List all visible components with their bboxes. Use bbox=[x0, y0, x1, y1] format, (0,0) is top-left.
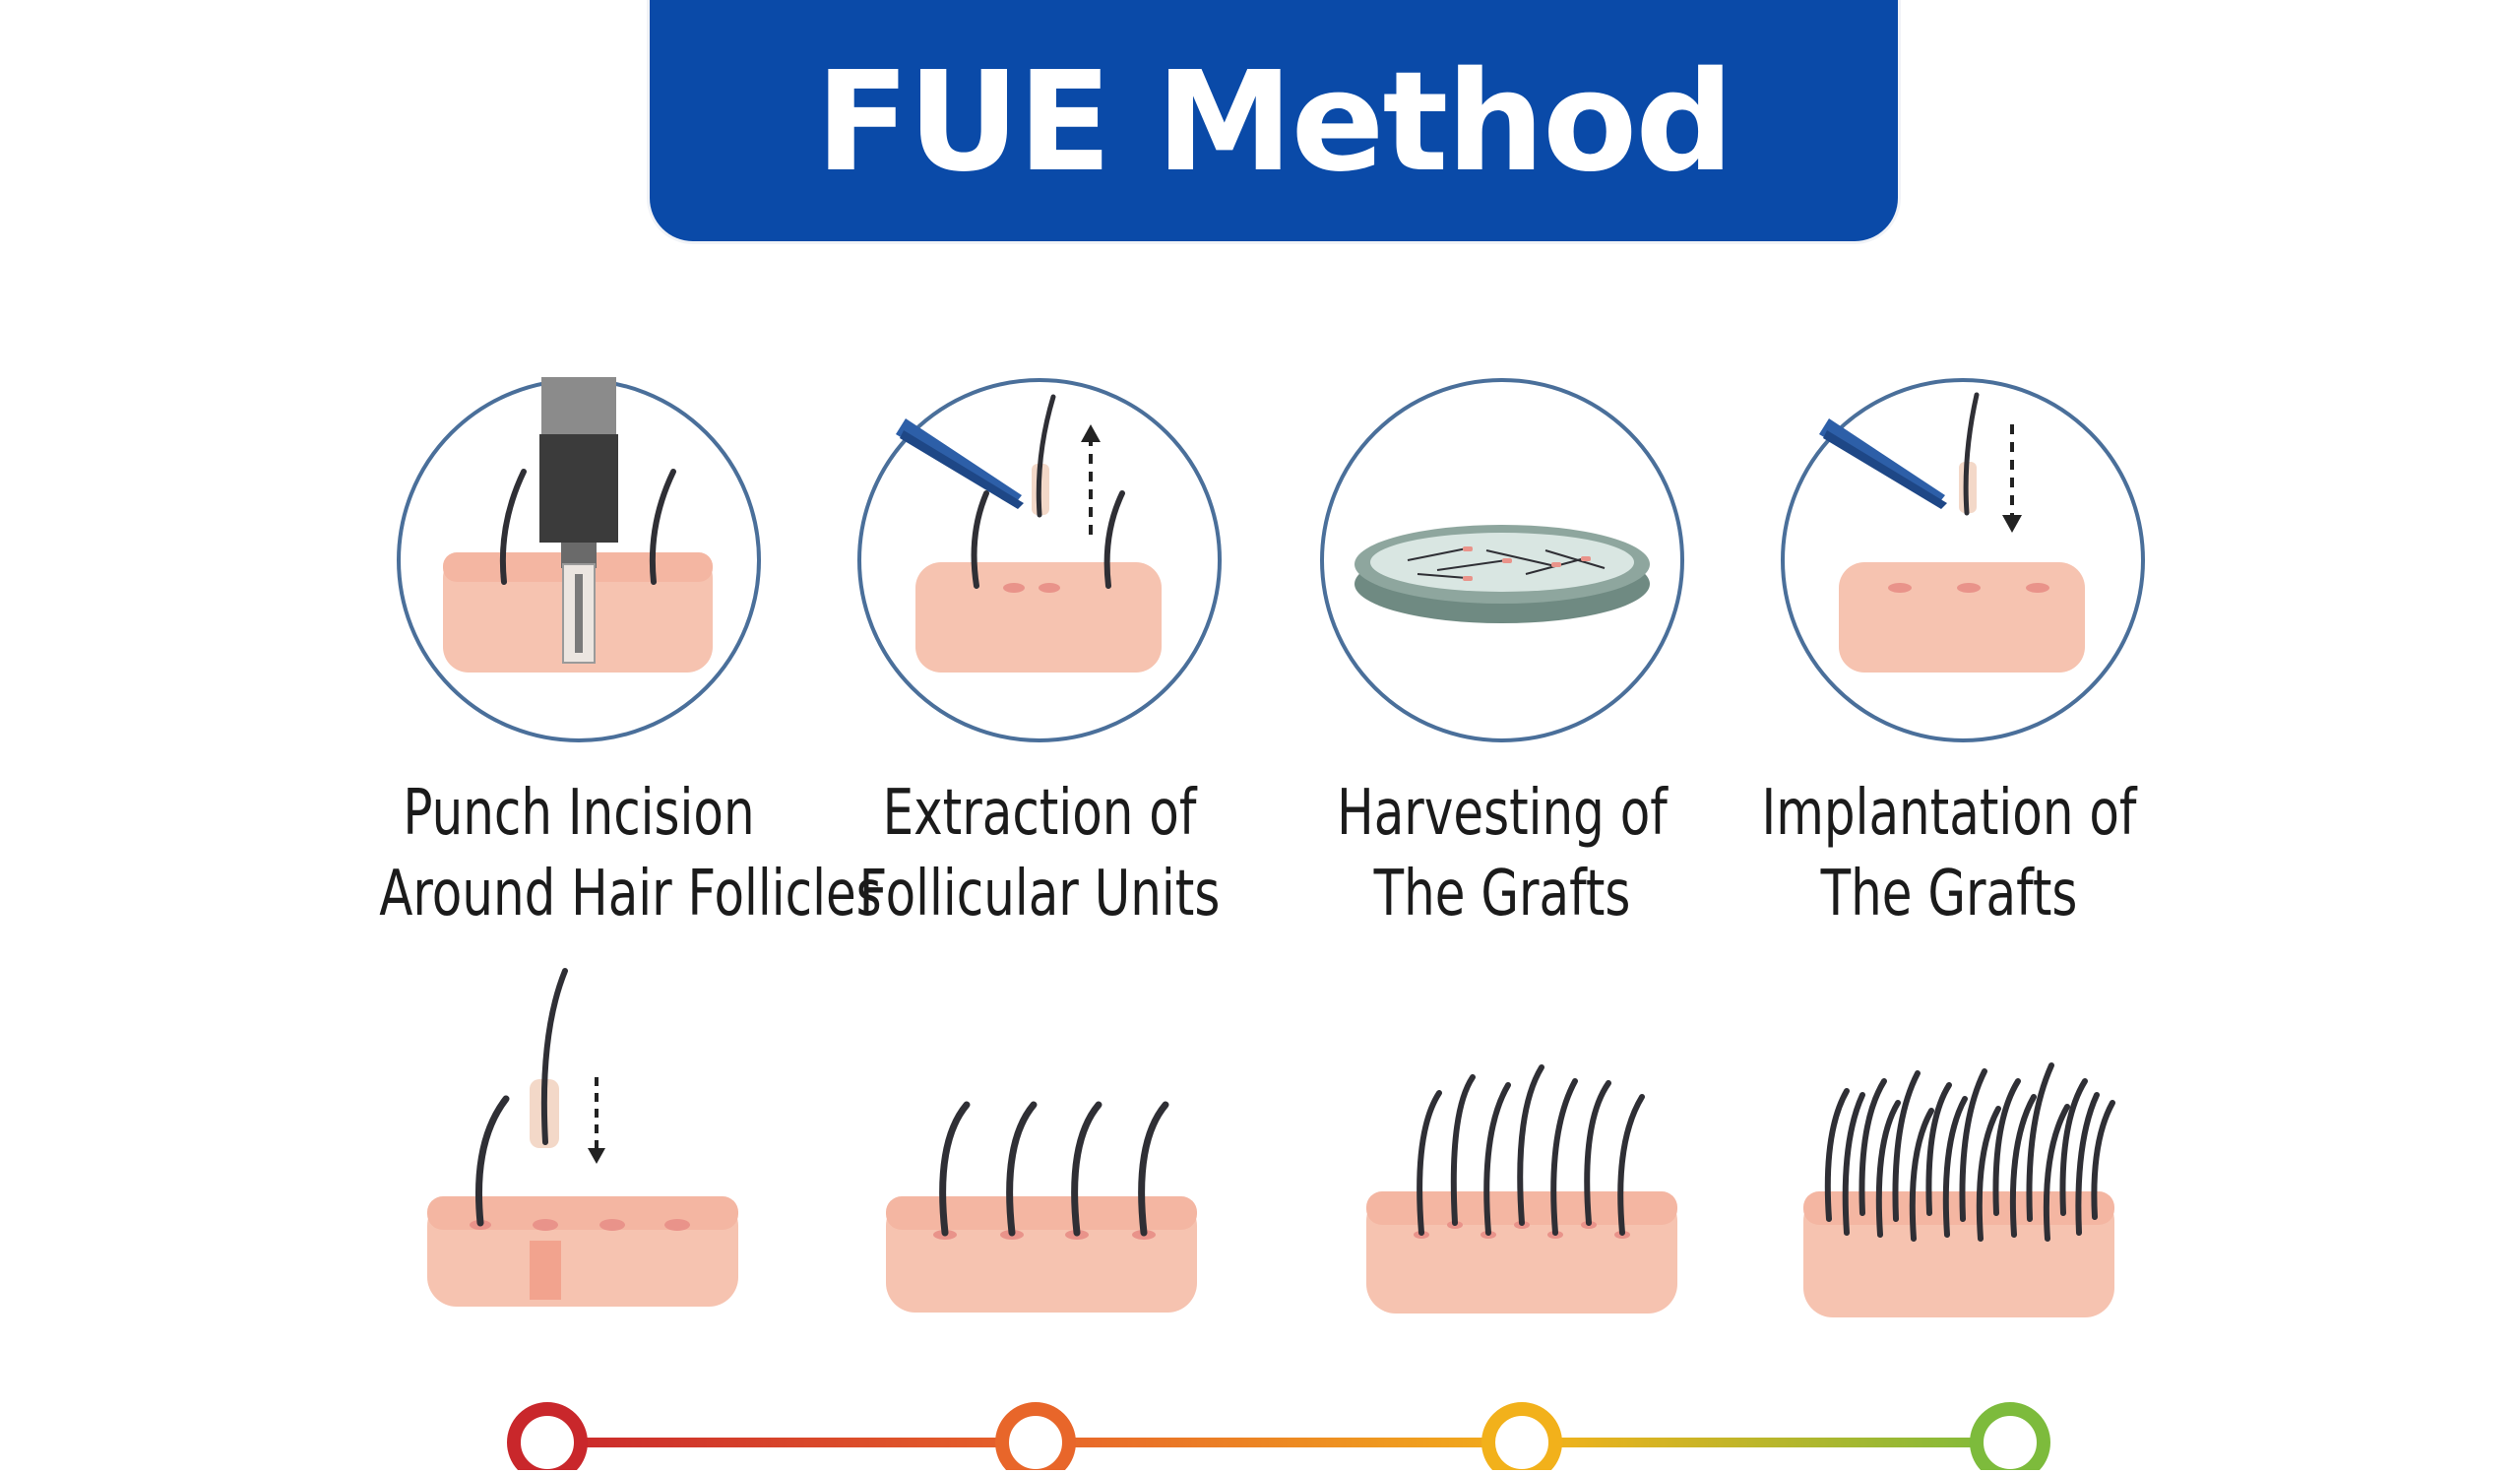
title-banner: FUE Method bbox=[650, 0, 1898, 241]
step-3-label: Harvesting of The Grafts bbox=[1302, 773, 1702, 934]
sparse-hair-growth-icon bbox=[886, 1101, 1197, 1313]
step-4-label-line2: The Grafts bbox=[1820, 858, 2078, 930]
timeline-node-1 bbox=[507, 1402, 588, 1474]
step-2-label: Extraction of Follicular Units bbox=[840, 773, 1239, 934]
timeline-node-3 bbox=[1481, 1402, 1562, 1474]
timeline-node-4 bbox=[1970, 1402, 2050, 1474]
step-2-label-line2: Follicular Units bbox=[858, 858, 1221, 930]
step-1-label: Punch Incision Around Hair Follicles bbox=[379, 773, 882, 934]
growth-stage-3 bbox=[1364, 955, 1689, 1349]
petri-dish-icon bbox=[1320, 378, 1684, 742]
page-title: FUE Method bbox=[815, 42, 1734, 203]
graft-insertion-icon bbox=[427, 968, 738, 1307]
dense-hair-growth-icon bbox=[1803, 1062, 2115, 1317]
step-2-label-line1: Extraction of bbox=[882, 777, 1197, 850]
timeline-node-2 bbox=[995, 1402, 1076, 1474]
punch-tool-icon bbox=[397, 377, 761, 742]
timeline-track bbox=[547, 1438, 2010, 1447]
step-3-illustration bbox=[1319, 377, 1685, 743]
step-2-illustration bbox=[856, 377, 1223, 743]
step-1-illustration bbox=[396, 377, 762, 743]
step-4-label-line1: Implantation of bbox=[1761, 777, 2137, 850]
step-3-label-line2: The Grafts bbox=[1373, 858, 1631, 930]
medium-hair-growth-icon bbox=[1366, 1064, 1677, 1314]
tweezers-extraction-icon bbox=[857, 378, 1222, 742]
step-4-label: Implantation of The Grafts bbox=[1749, 773, 2149, 934]
tweezers-implantation-icon bbox=[1781, 378, 2145, 742]
growth-stage-4 bbox=[1801, 955, 2126, 1349]
growth-stage-2 bbox=[884, 955, 1209, 1349]
step-1-label-line2: Around Hair Follicles bbox=[379, 858, 882, 930]
growth-stage-1 bbox=[423, 955, 748, 1349]
progress-timeline bbox=[0, 1378, 2520, 1474]
step-4-illustration bbox=[1780, 377, 2146, 743]
step-1-label-line1: Punch Incision bbox=[403, 777, 755, 850]
step-3-label-line1: Harvesting of bbox=[1337, 777, 1668, 850]
